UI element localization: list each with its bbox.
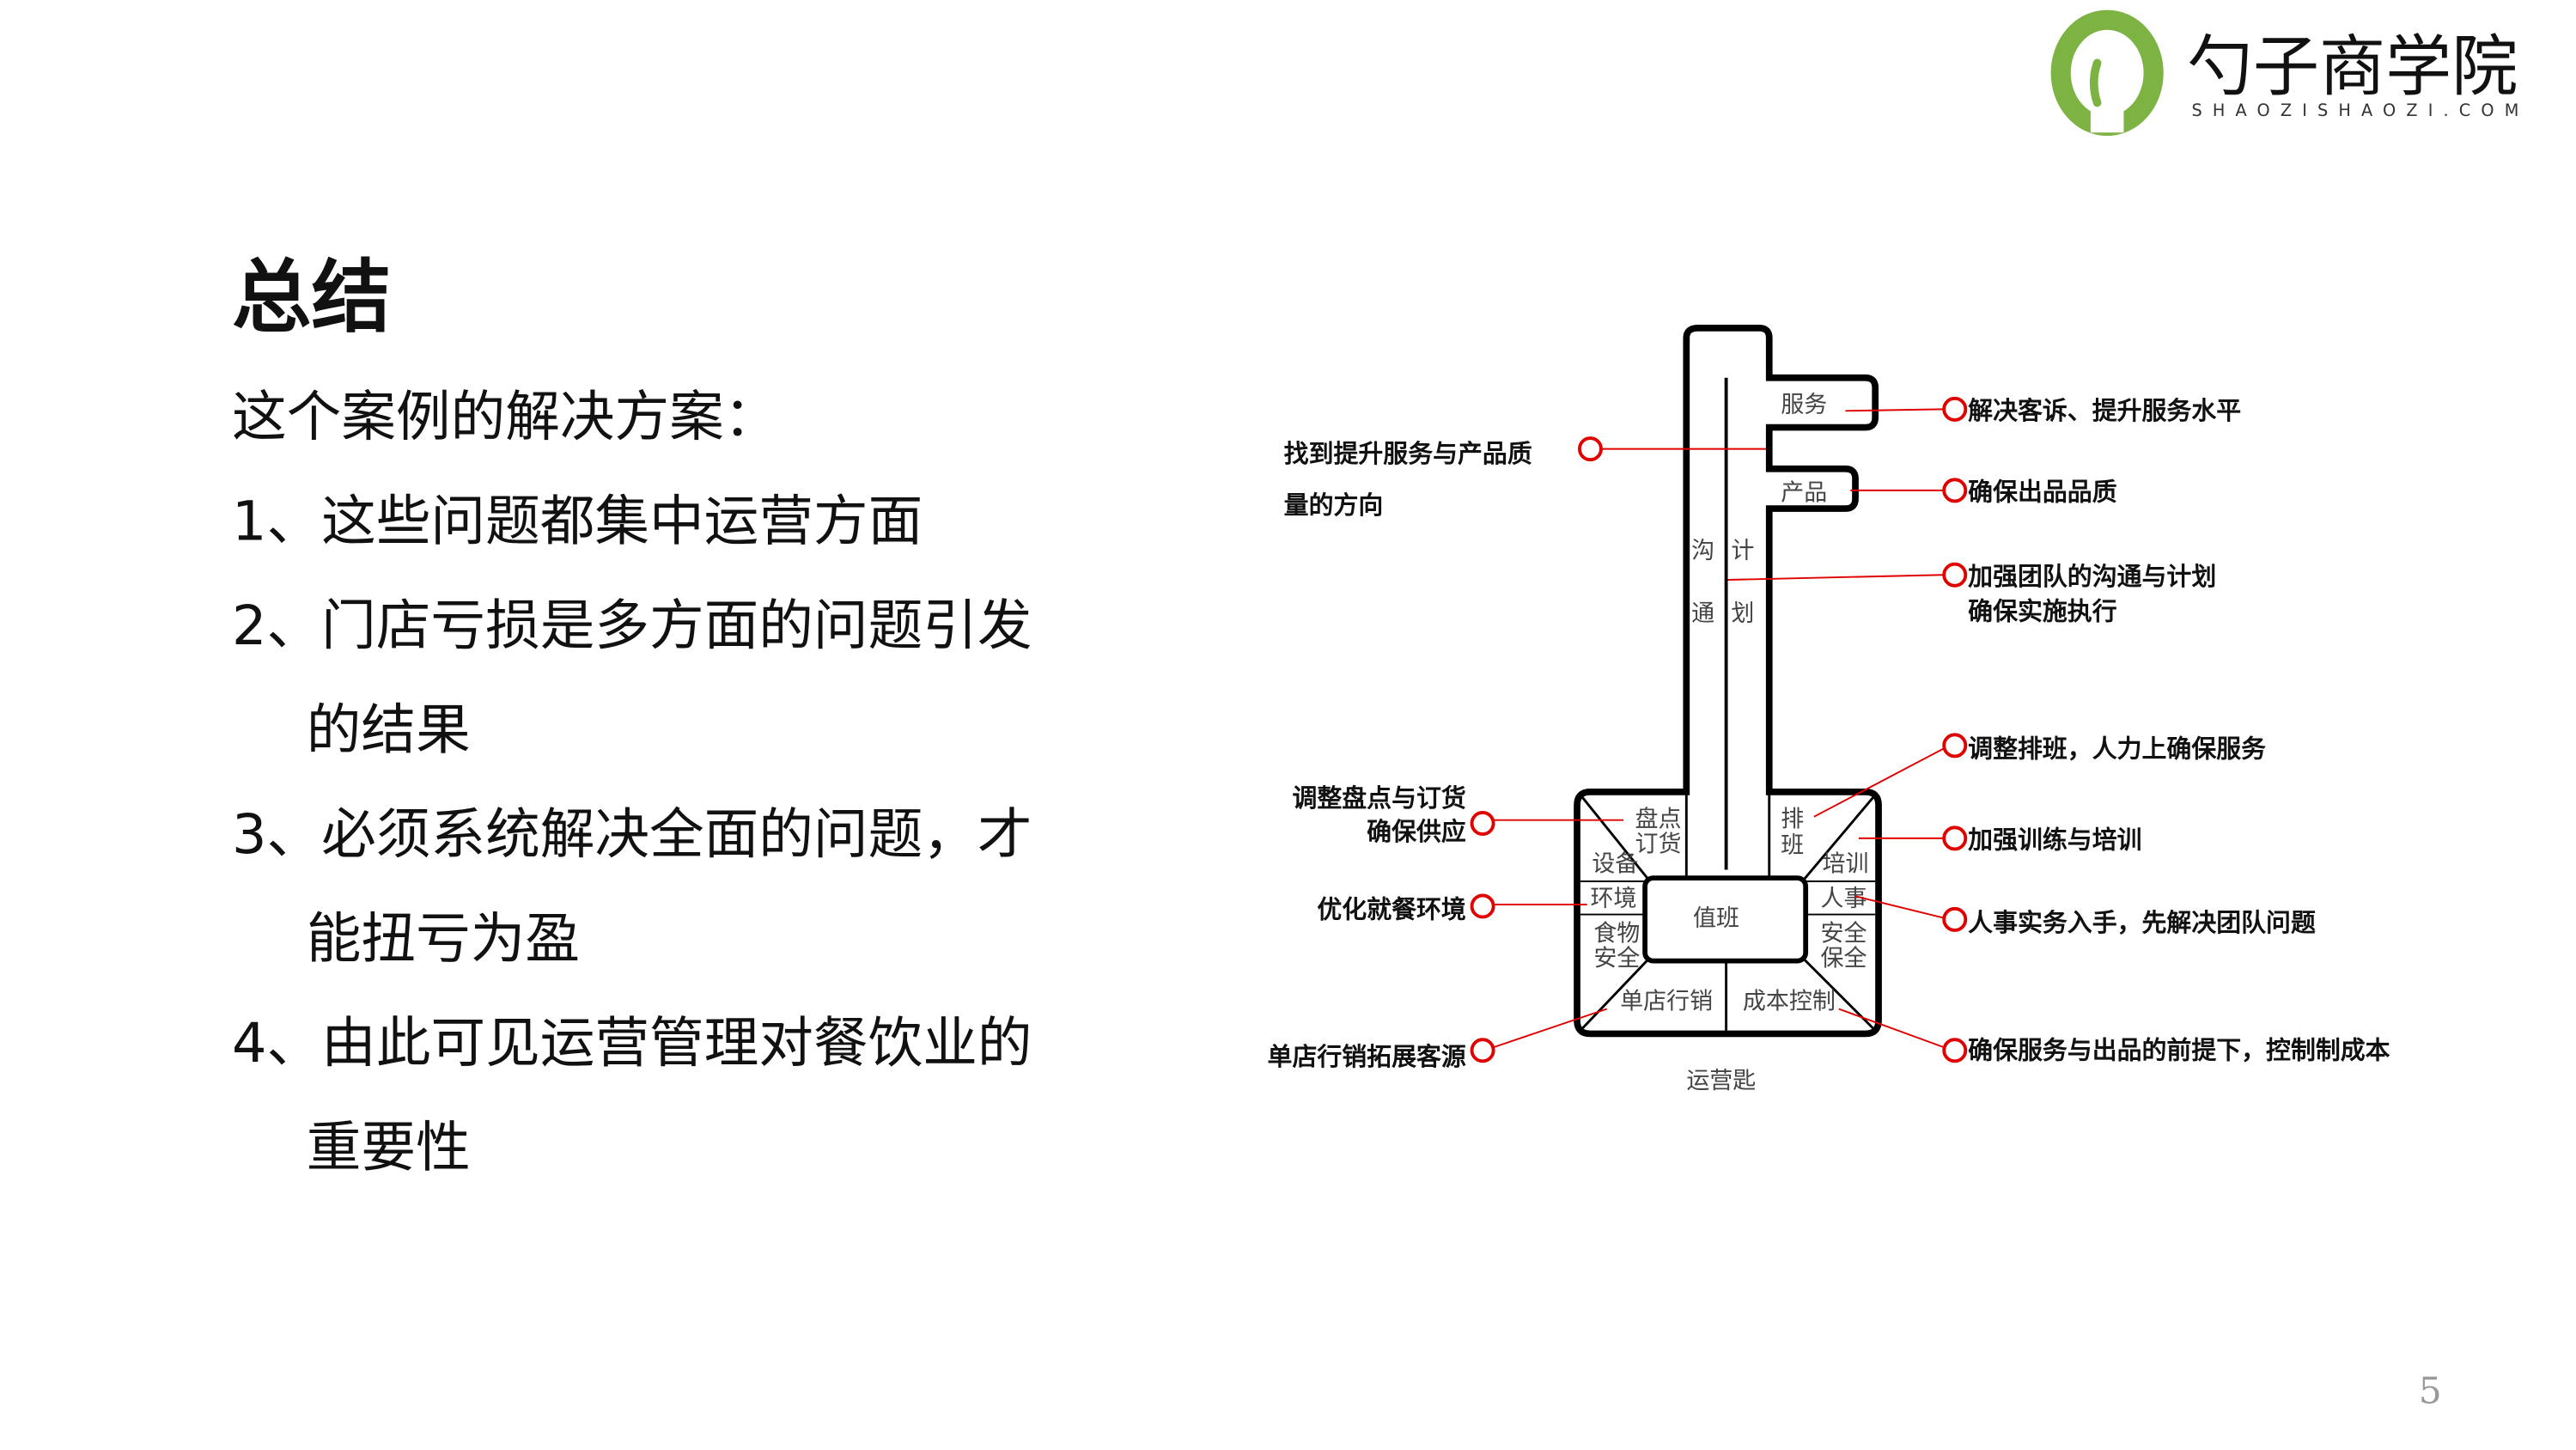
key-food: 食物 (1593, 920, 1640, 947)
page-number: 5 (2418, 1371, 2442, 1414)
key-hr: 人事 (1821, 886, 1867, 912)
summary-item: 1、这些问题都集中运营方面 (232, 488, 923, 554)
left-notes: 找到提升服务与产品质 量的方向 调整盘点与订货 确保供应 优化就餐环境 单店行销… (1268, 439, 1532, 1071)
key-marketing: 单店行销 (1620, 989, 1713, 1015)
summary-item-cont: 重要性 (306, 1114, 471, 1180)
summary-item: 2、门店亏损是多方面的问题引发 (232, 593, 1032, 658)
logo-sub: SHAOZISHAOZI.COM (2192, 101, 2530, 120)
key-caption: 运营匙 (1686, 1068, 1756, 1094)
slide-title: 总结 (232, 252, 392, 345)
note-marketing: 单店行销拓展客源 (1268, 1042, 1466, 1071)
key-training: 培训 (1822, 850, 1868, 877)
note-training: 加强训练与培训 (1968, 825, 2141, 854)
key-comm: 沟 (1691, 538, 1714, 564)
key-plan: 计 (1731, 538, 1754, 564)
note-product: 确保出品品质 (1968, 477, 2117, 506)
logo-name: 勺子商学院 (2187, 28, 2518, 106)
summary-item: 3、必须系统解决全面的问题，才 (232, 801, 1032, 867)
connectors (1470, 396, 1968, 1063)
summary-intro: 这个案例的解决方案： (232, 384, 779, 449)
key-food: 安全 (1593, 945, 1640, 972)
key-inventory: 盘点 (1635, 806, 1682, 832)
logo: 勺子商学院 SHAOZISHAOZI.COM (2050, 9, 2530, 137)
key-labels: 服务 产品 沟 通 计 划 盘点 订货 设备 环境 食物 安全 值班 单店行销 … (1590, 392, 1868, 1094)
note-service: 解决客诉、提升服务水平 (1968, 396, 2241, 425)
key-inventory: 订货 (1635, 831, 1682, 857)
note-comm-2: 确保实施执行 (1968, 596, 2117, 625)
key-center: 值班 (1693, 905, 1739, 932)
operations-key-diagram (1574, 325, 1882, 1038)
note-inventory: 调整盘点与订货 (1292, 783, 1465, 813)
key-schedule: 班 (1781, 832, 1804, 859)
key-comm: 通 (1691, 600, 1714, 627)
summary-item-cont: 能扭亏为盈 (306, 905, 581, 972)
note-cost: 确保服务与出品的前提下，控制制成本 (1968, 1035, 2390, 1064)
key-service: 服务 (1781, 392, 1827, 418)
summary-item-cont: 的结果 (306, 697, 471, 763)
note-direction: 找到提升服务与产品质 (1284, 439, 1532, 468)
note-inventory-2: 确保供应 (1367, 817, 1466, 846)
key-cost: 成本控制 (1743, 989, 1836, 1015)
note-comm: 加强团队的沟通与计划 (1968, 562, 2216, 591)
right-notes: 解决客诉、提升服务水平 确保出品品质 加强团队的沟通与计划 确保实施执行 调整排… (1968, 396, 2390, 1064)
note-environment: 优化就餐环境 (1317, 894, 1466, 923)
key-schedule: 排 (1781, 806, 1804, 832)
key-product: 产品 (1781, 479, 1827, 506)
key-plan: 划 (1731, 600, 1754, 627)
key-security: 保全 (1821, 945, 1867, 972)
key-security: 安全 (1821, 920, 1867, 947)
note-direction-2: 量的方向 (1284, 490, 1384, 520)
note-hr: 人事实务入手，先解决团队问题 (1968, 908, 2316, 937)
key-equipment: 设备 (1592, 850, 1638, 877)
summary-item: 4、由此可见运营管理对餐饮业的 (232, 1010, 1032, 1075)
key-environment: 环境 (1590, 886, 1636, 912)
note-schedule: 调整排班，人力上确保服务 (1968, 734, 2266, 763)
